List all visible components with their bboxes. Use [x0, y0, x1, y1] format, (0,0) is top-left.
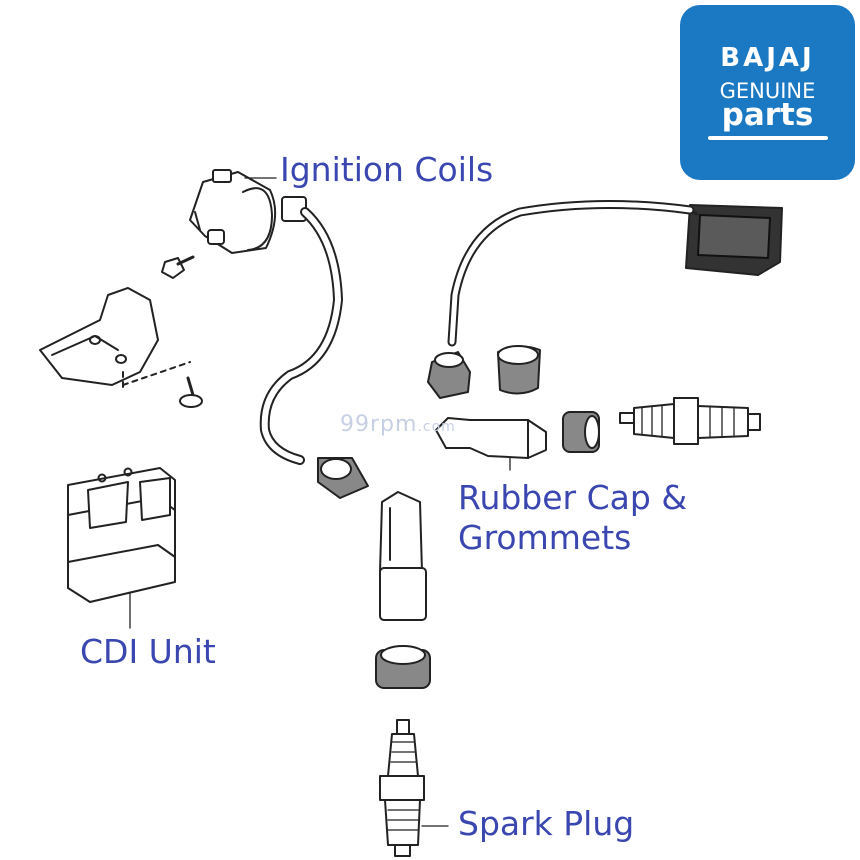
spark-plug-cap-part [379, 491, 427, 621]
bracket-screw-part [179, 376, 203, 408]
watermark-suffix-text: .com [417, 419, 456, 435]
mounting-bracket-part [39, 287, 191, 393]
watermark-main-text: 99rpm [340, 412, 418, 437]
label-rubber-cap-line1: Rubber Cap & [458, 478, 688, 517]
vertical-spark-plug-part [379, 719, 449, 857]
label-rubber-cap-line2: Grommets [458, 517, 632, 557]
ignition-coil-part [189, 169, 343, 465]
label-cdi-unit: CDI Unit [80, 632, 216, 671]
right-grommet-part [497, 345, 541, 395]
vertical-grommet-part [375, 645, 431, 689]
coil-bolt-part [161, 255, 195, 279]
label-ignition-coils: Ignition Coils [280, 150, 494, 189]
label-spark-plug: Spark Plug [458, 804, 635, 843]
logo-swoosh [708, 136, 828, 140]
right-lead-cap-part [427, 351, 471, 399]
right-ht-lead-part [447, 199, 695, 347]
bajaj-genuine-parts-logo: BAJAJ GENUINE parts [680, 5, 855, 180]
logo-genuine-text: GENUINE [719, 79, 816, 103]
label-rubber-cap-grommets: Rubber Cap & Grommets [458, 478, 687, 557]
lead-rubber-cap-part [317, 457, 369, 499]
horizontal-grommet-part [562, 411, 600, 453]
cdi-unit-part [67, 467, 176, 629]
logo-brand-text: BAJAJ [720, 43, 815, 73]
logo-parts-text: parts [721, 97, 814, 133]
site-watermark: 99rpm.com [340, 412, 456, 437]
horizontal-spark-plug-part [619, 397, 761, 445]
right-ignition-coil-part [681, 204, 783, 276]
horizontal-plug-cap-part [435, 417, 547, 471]
